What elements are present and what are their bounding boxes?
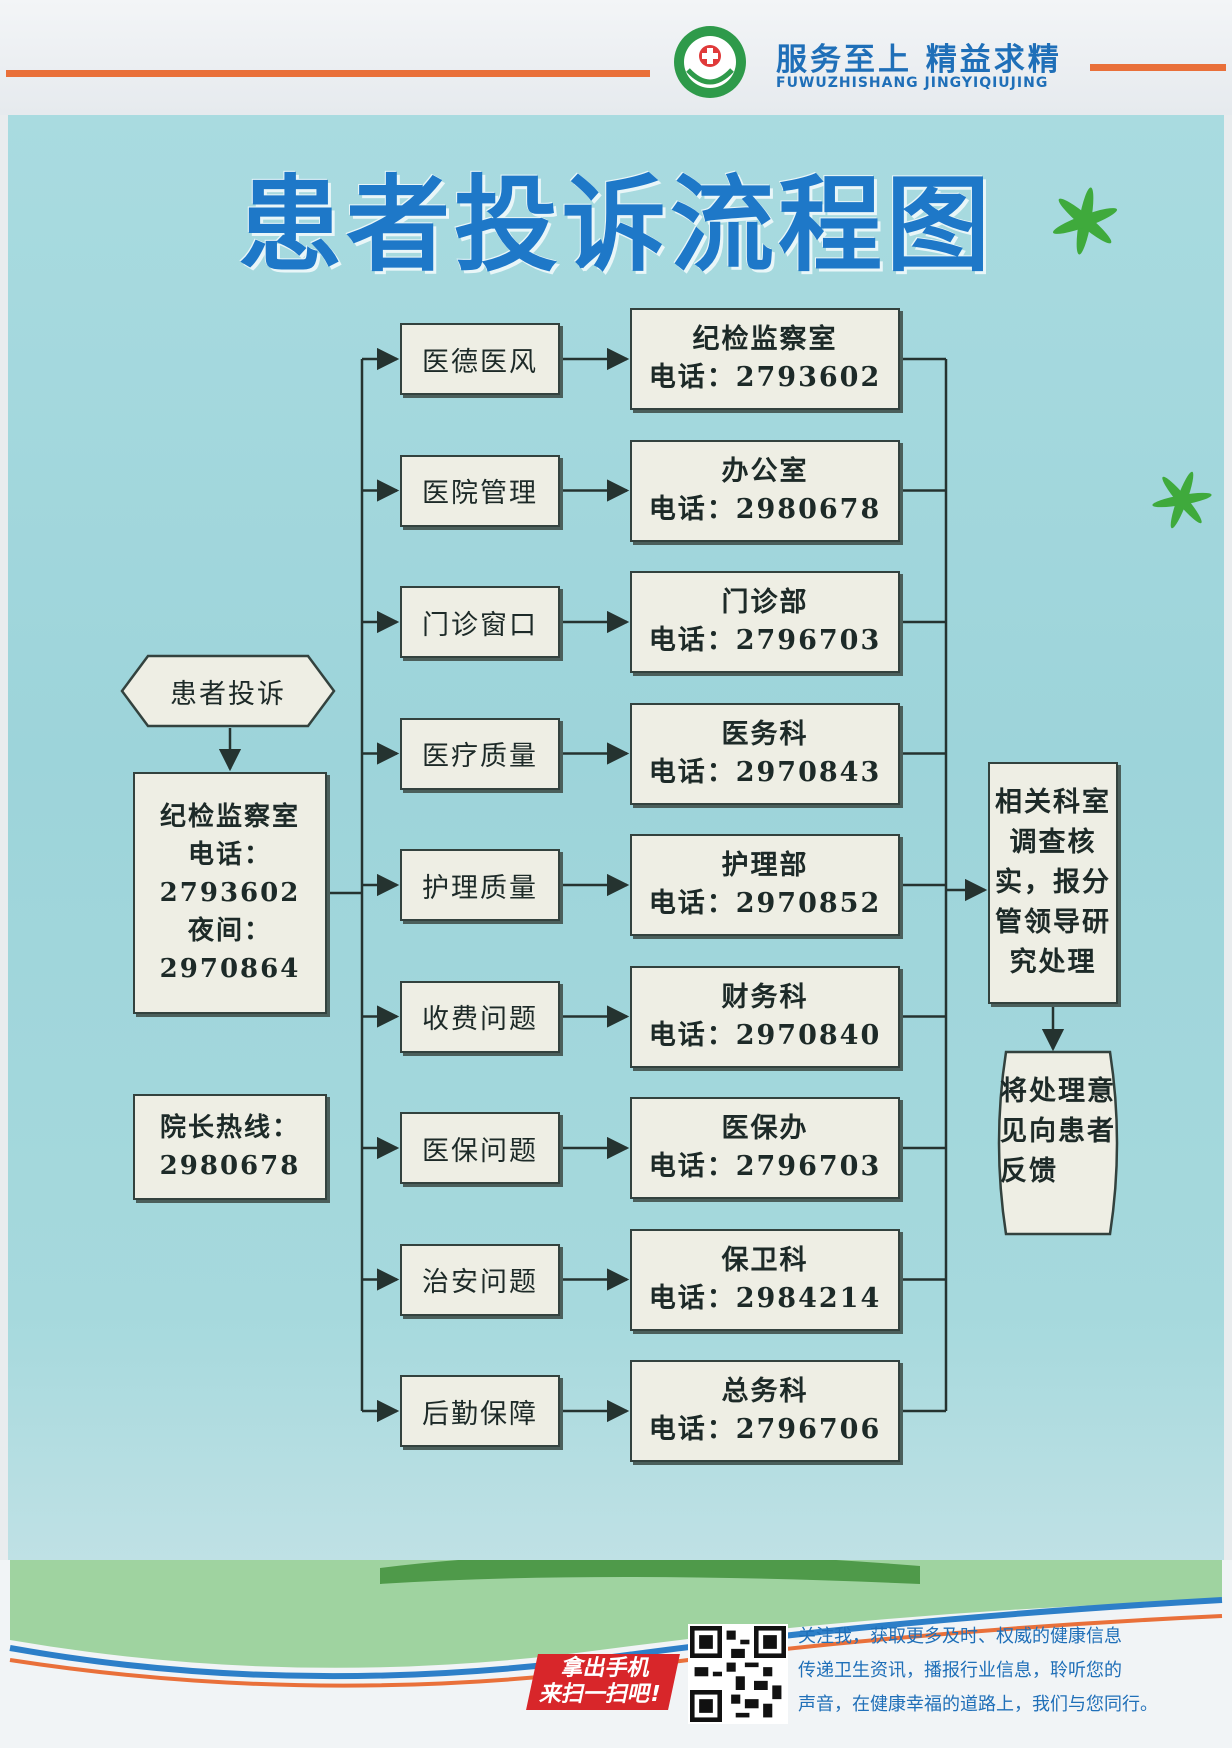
department-name: 保卫科 bbox=[721, 1244, 809, 1276]
category-box: 医疗质量 bbox=[400, 717, 560, 790]
slogan: 服务至上 精益求精 bbox=[776, 42, 1062, 78]
investigate-line: 相关科室 bbox=[995, 787, 1111, 818]
department-phone: 电话：2796703 bbox=[648, 625, 882, 656]
feedback-shape bbox=[997, 1050, 1119, 1236]
department-phone: 电话：2793602 bbox=[648, 362, 882, 393]
category-box: 护理质量 bbox=[400, 849, 560, 921]
reception-line: 夜间： bbox=[187, 916, 272, 946]
department-box: 财务科电话：2970840 bbox=[630, 965, 900, 1068]
category-box: 医保问题 bbox=[400, 1112, 560, 1184]
header-orange-line-left bbox=[6, 70, 650, 77]
footer-info-line: 传递卫生资讯，播报行业信息，聆听您的 bbox=[798, 1660, 1122, 1681]
department-name: 纪检监察室 bbox=[692, 324, 838, 355]
reception-line: 电话： bbox=[187, 840, 272, 870]
slogan-pinyin: FUWUZHISHANG JINGYIQIUJING bbox=[776, 75, 1049, 91]
category-box: 后勤保障 bbox=[400, 1375, 560, 1447]
department-box: 总务科电话：2796706 bbox=[630, 1360, 900, 1462]
category-label: 医德医风 bbox=[422, 346, 538, 378]
category-label: 医保问题 bbox=[422, 1135, 538, 1167]
category-box: 医德医风 bbox=[400, 323, 560, 395]
investigate-line: 调查核 bbox=[1009, 827, 1097, 858]
scan-badge-line: 拿出手机 bbox=[559, 1656, 653, 1681]
category-label: 门诊窗口 bbox=[422, 609, 538, 641]
department-phone: 电话：2796706 bbox=[648, 1414, 882, 1445]
feedback-line: 反馈 bbox=[1000, 1156, 1058, 1187]
category-box: 医院管理 bbox=[400, 454, 560, 527]
department-name: 财务科 bbox=[721, 981, 809, 1013]
reception-line: 2970864 bbox=[159, 954, 301, 984]
department-box: 医保办电话：2796703 bbox=[630, 1097, 900, 1199]
feedback-text: 将处理意 见向患者 反馈 bbox=[994, 1072, 1128, 1192]
category-label: 医院管理 bbox=[422, 478, 538, 509]
department-name: 护理部 bbox=[721, 850, 809, 881]
investigate-line: 实，报分 bbox=[995, 867, 1111, 898]
department-phone: 电话：2970852 bbox=[648, 888, 882, 919]
reception-line: 纪检监察室 bbox=[159, 802, 300, 832]
footer-info-line: 关注我，获取更多及时、权威的健康信息 bbox=[798, 1626, 1122, 1647]
hotline-line: 2980678 bbox=[159, 1151, 301, 1181]
footer-info: 关注我，获取更多及时、权威的健康信息 传递卫生资讯，播报行业信息，聆听您的 声音… bbox=[798, 1620, 1198, 1722]
department-box: 保卫科电话：2984214 bbox=[630, 1228, 900, 1331]
category-label: 后勤保障 bbox=[422, 1398, 538, 1430]
department-phone: 电话：2980678 bbox=[648, 493, 882, 525]
feedback-line: 见向患者 bbox=[1000, 1116, 1116, 1147]
department-box: 纪检监察室电话：2793602 bbox=[630, 308, 900, 410]
department-phone: 电话：2970843 bbox=[648, 756, 882, 788]
category-box: 门诊窗口 bbox=[400, 586, 560, 658]
header-orange-line-right bbox=[1090, 64, 1226, 71]
hotline-box: 院长热线： 2980678 bbox=[133, 1094, 327, 1200]
department-phone: 电话：2970840 bbox=[648, 1019, 882, 1051]
department-name: 医保办 bbox=[721, 1113, 809, 1144]
category-label: 收费问题 bbox=[422, 1004, 538, 1035]
footer-info-line: 声音，在健康幸福的道路上，我们与您同行。 bbox=[798, 1694, 1158, 1715]
header-band bbox=[0, 0, 1232, 115]
investigate-line: 管领导研 bbox=[995, 907, 1111, 938]
department-box: 门诊部电话：2796703 bbox=[630, 571, 900, 673]
department-box: 办公室电话：2980678 bbox=[630, 439, 900, 542]
hotline-line: 院长热线： bbox=[159, 1113, 300, 1143]
category-label: 护理质量 bbox=[422, 872, 538, 904]
feedback-line: 将处理意 bbox=[1000, 1076, 1116, 1107]
investigate-line: 究处理 bbox=[1009, 947, 1097, 978]
department-name: 门诊部 bbox=[721, 587, 809, 618]
category-label: 医疗质量 bbox=[422, 741, 538, 772]
page-title: 患者投诉流程图 bbox=[237, 164, 994, 286]
leaf-icon bbox=[1152, 471, 1212, 529]
department-box: 医务科电话：2970843 bbox=[630, 702, 900, 805]
department-name: 总务科 bbox=[721, 1376, 809, 1407]
qr-code-icon[interactable] bbox=[688, 1624, 788, 1724]
category-box: 治安问题 bbox=[400, 1243, 560, 1316]
department-phone: 电话：2796703 bbox=[648, 1151, 882, 1182]
reception-office-box: 纪检监察室 电话： 2793602 夜间： 2970864 bbox=[133, 772, 327, 1014]
reception-line: 2793602 bbox=[159, 878, 301, 908]
department-name: 医务科 bbox=[721, 718, 809, 750]
scan-badge-line: 来扫一扫吧! bbox=[537, 1682, 664, 1707]
category-box: 收费问题 bbox=[400, 980, 560, 1053]
hospital-logo bbox=[674, 26, 746, 98]
leaf-icon bbox=[1052, 187, 1118, 255]
scan-badge: 拿出手机 来扫一扫吧! bbox=[526, 1654, 680, 1710]
department-box: 护理部电话：2970852 bbox=[630, 834, 900, 936]
department-name: 办公室 bbox=[721, 455, 809, 487]
department-phone: 电话：2984214 bbox=[648, 1282, 882, 1314]
investigate-box: 相关科室 调查核 实，报分 管领导研 究处理 bbox=[988, 762, 1118, 1004]
category-label: 治安问题 bbox=[422, 1267, 538, 1298]
start-hexagon bbox=[120, 654, 336, 728]
start-label: 患者投诉 bbox=[170, 678, 286, 710]
